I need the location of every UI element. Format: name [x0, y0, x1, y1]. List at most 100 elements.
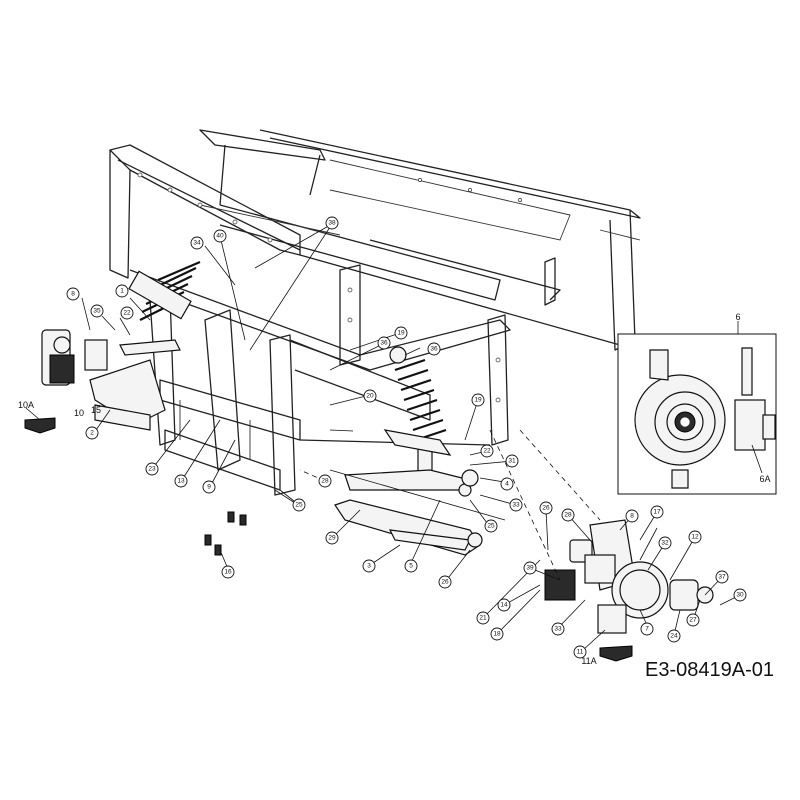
callout-22-right: 22: [480, 444, 494, 458]
svg-text:26: 26: [542, 505, 550, 512]
inset-title: 6: [735, 312, 740, 322]
svg-text:9: 9: [207, 484, 211, 491]
callout-1: 1: [115, 284, 129, 298]
left-suspension: [24, 260, 201, 434]
callout-5: 5: [404, 559, 418, 573]
label-10a: 10A: [18, 400, 34, 410]
svg-text:21: 21: [479, 615, 487, 622]
svg-text:1: 1: [120, 288, 124, 295]
callout-12: 12: [688, 530, 702, 544]
callout-36-right: 36: [427, 342, 441, 356]
svg-text:27: 27: [689, 617, 697, 624]
svg-text:2: 2: [90, 430, 94, 437]
callout-20: 20: [363, 389, 377, 403]
callout-4: 4: [500, 477, 514, 491]
callout-31: 31: [505, 454, 519, 468]
svg-text:30: 30: [736, 592, 744, 599]
callout-28-lower: 28: [318, 474, 332, 488]
label-6a: 6A: [759, 474, 770, 484]
svg-text:8: 8: [630, 513, 634, 520]
callout-32: 32: [658, 536, 672, 550]
svg-text:8: 8: [71, 291, 75, 298]
callout-3: 3: [362, 559, 376, 573]
callout-25-right: 25: [484, 519, 498, 533]
svg-text:12: 12: [691, 534, 699, 541]
plain-labels: 10A 10 15 11A 6A 6: [18, 312, 771, 666]
label-10: 10: [74, 408, 84, 418]
callout-14: 14: [497, 598, 511, 612]
label-15: 15: [91, 405, 101, 415]
svg-text:33: 33: [512, 502, 520, 509]
callout-29: 29: [325, 531, 339, 545]
svg-text:35: 35: [93, 308, 101, 315]
svg-text:3: 3: [367, 563, 371, 570]
svg-text:32: 32: [661, 540, 669, 547]
callout-37: 37: [715, 570, 729, 584]
callout-13: 13: [174, 474, 188, 488]
svg-text:31: 31: [508, 458, 516, 465]
callout-26-right: 26: [539, 501, 553, 515]
svg-text:11: 11: [577, 649, 584, 656]
callout-26: 26: [438, 575, 452, 589]
svg-text:34: 34: [193, 240, 201, 247]
svg-text:33: 33: [554, 626, 562, 633]
svg-text:28: 28: [564, 512, 572, 519]
svg-text:19: 19: [397, 330, 405, 337]
svg-text:25: 25: [295, 502, 303, 509]
callout-8-right: 8: [625, 509, 639, 523]
callout-21: 21: [476, 611, 490, 625]
svg-text:17: 17: [653, 509, 661, 516]
svg-text:19: 19: [474, 397, 482, 404]
callout-19: 19: [394, 326, 408, 340]
callout-27: 27: [686, 613, 700, 627]
inset-detail: [617, 321, 777, 495]
svg-text:29: 29: [328, 535, 336, 542]
svg-text:36: 36: [430, 346, 438, 353]
svg-text:25: 25: [487, 523, 495, 530]
callout-19-right: 19: [471, 393, 485, 407]
callouts: 1 2 3 4 5 7 8 8 9 11 12 13 14 16 17 18 1…: [66, 216, 747, 659]
callout-22: 22: [120, 306, 134, 320]
svg-text:39: 39: [526, 565, 534, 572]
svg-text:16: 16: [224, 569, 232, 576]
callout-30: 30: [733, 588, 747, 602]
callout-34: 34: [190, 236, 204, 250]
callout-7: 7: [640, 622, 654, 636]
callout-40: 40: [213, 229, 227, 243]
svg-text:26: 26: [441, 579, 449, 586]
right-suspension: [204, 346, 506, 556]
svg-text:22: 22: [483, 448, 491, 455]
svg-text:24: 24: [670, 633, 678, 640]
svg-text:7: 7: [645, 626, 649, 633]
callout-2: 2: [85, 426, 99, 440]
callout-28: 28: [561, 508, 575, 522]
callout-24: 24: [667, 629, 681, 643]
callout-23: 23: [145, 462, 159, 476]
vehicle-frame: [109, 129, 641, 496]
callout-17: 17: [650, 505, 664, 519]
svg-text:5: 5: [409, 563, 413, 570]
svg-text:18: 18: [493, 631, 501, 638]
svg-text:37: 37: [718, 574, 726, 581]
svg-text:13: 13: [177, 478, 185, 485]
callout-39: 39: [523, 561, 537, 575]
callout-8: 8: [66, 287, 80, 301]
callout-9: 9: [202, 480, 216, 494]
svg-text:14: 14: [500, 602, 508, 609]
svg-text:23: 23: [148, 466, 156, 473]
svg-text:22: 22: [123, 310, 131, 317]
right-hub-assembly: [544, 519, 714, 662]
callout-36: 36: [377, 336, 391, 350]
callout-16: 16: [221, 565, 235, 579]
document-code: E3-08419A-01: [645, 659, 774, 681]
svg-text:40: 40: [216, 233, 224, 240]
svg-text:28: 28: [321, 478, 329, 485]
callout-11: 11: [573, 645, 587, 659]
svg-text:4: 4: [505, 481, 509, 488]
svg-text:38: 38: [328, 220, 336, 227]
callout-33: 33: [509, 498, 523, 512]
callout-25: 25: [292, 498, 306, 512]
callout-38: 38: [325, 216, 339, 230]
svg-text:36: 36: [380, 340, 388, 347]
